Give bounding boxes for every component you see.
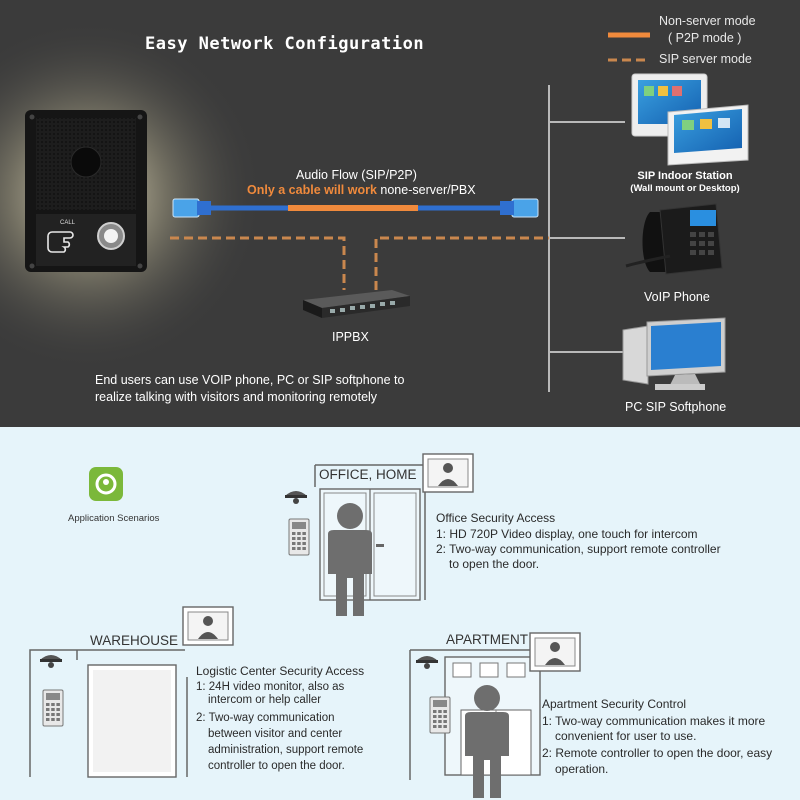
application-scenarios-panel: Application Scenarios OFFICE, HOME Offic… — [0, 427, 800, 800]
indoor-station-title: SIP Indoor Station — [637, 170, 733, 182]
warehouse-item-1-line-1: 1: 24H video monitor, also as — [196, 681, 345, 693]
cable-note: Only a cable will work none-server/PBX — [247, 183, 476, 197]
warehouse-scene — [29, 606, 234, 778]
warehouse-item-2-line-1: 2: Two-way communication — [196, 712, 335, 724]
apartment-title: APARTMENT — [446, 632, 529, 647]
apartment-item-1-line-1: 1: Two-way communication makes it more — [542, 714, 766, 728]
apartment-item-2-line-2: operation. — [555, 762, 609, 776]
cable-note-white: none-server/PBX — [380, 183, 476, 197]
description-line-2: realize talking with visitors and monito… — [95, 390, 378, 404]
apartment-item-1-line-2: convenient for user to use. — [555, 729, 697, 743]
network-diagram-graphics — [0, 20, 749, 392]
office-item-2-line-1: 2: Two-way communication, support remote… — [436, 542, 721, 556]
voip-phone-label: VoIP Phone — [644, 290, 710, 304]
application-scenarios-icon — [89, 467, 123, 501]
legend-non-server-label: Non-server mode — [659, 14, 756, 28]
call-button — [97, 222, 125, 250]
call-label: CALL — [60, 220, 76, 226]
door-intercom-device — [25, 110, 147, 272]
office-scene — [285, 453, 474, 616]
warehouse-heading: Logistic Center Security Access — [196, 664, 365, 678]
scenarios-graphics — [29, 453, 581, 798]
description-line-1: End users can use VOIP phone, PC or SIP … — [95, 373, 405, 387]
legend-p2p-label: ( P2P mode ) — [668, 31, 742, 45]
office-item-2-line-2: to open the door. — [449, 557, 540, 571]
office-title: OFFICE, HOME — [319, 467, 417, 482]
ippbx-label: IPPBX — [332, 330, 369, 344]
rj45-plug-left — [172, 198, 211, 218]
page-title: Easy Network Configuration — [145, 34, 425, 54]
sip-indoor-station-image — [631, 73, 749, 166]
warehouse-item-2-line-3: administration, support remote — [208, 744, 364, 756]
warehouse-item-1-line-2: intercom or help caller — [208, 694, 322, 706]
pc-softphone-label: PC SIP Softphone — [625, 400, 727, 414]
pc-softphone-image — [622, 317, 726, 390]
audio-flow-label: Audio Flow (SIP/P2P) — [296, 168, 417, 182]
apartment-scene — [409, 632, 581, 798]
indoor-station-subtitle: (Wall mount or Desktop) — [630, 183, 740, 194]
network-configuration-panel: Easy Network Configuration Non-server mo… — [0, 0, 800, 427]
legend-sip-server-label: SIP server mode — [659, 52, 752, 66]
app-scenarios-label: Application Scenarios — [68, 513, 160, 524]
voip-phone-image — [625, 203, 723, 275]
warehouse-item-2-line-4: controller to open the door. — [208, 760, 345, 772]
warehouse-item-2-line-2: between visitor and center — [208, 728, 343, 740]
office-heading: Office Security Access — [436, 511, 556, 525]
sip-server-paths — [170, 236, 549, 290]
warehouse-title: WAREHOUSE — [90, 633, 179, 648]
ippbx-device — [303, 290, 410, 318]
pointing-hand-icon — [47, 231, 74, 253]
apartment-item-2-line-1: 2: Remote controller to open the door, e… — [542, 746, 773, 760]
cable-note-orange: Only a cable will work — [247, 183, 377, 197]
apartment-heading: Apartment Security Control — [542, 697, 687, 711]
rj45-plug-right — [500, 198, 539, 218]
office-item-1: 1: HD 720P Video display, one touch for … — [436, 527, 698, 541]
